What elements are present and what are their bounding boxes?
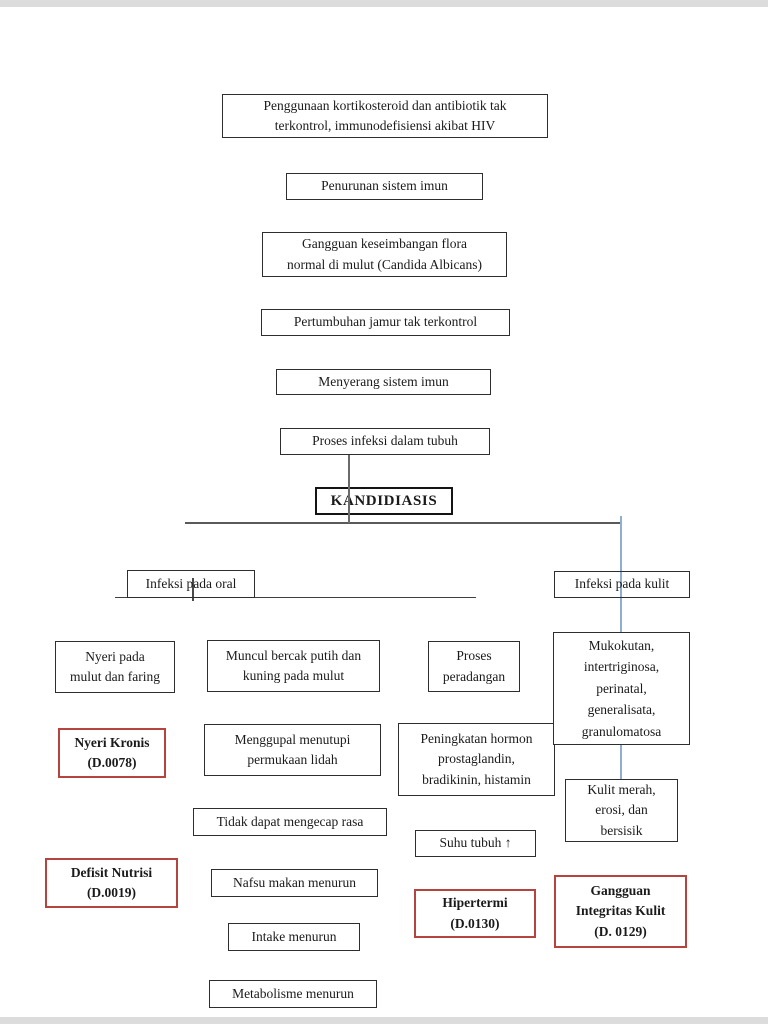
box-fungal-growth: Pertumbuhan jamur tak terkontrol (261, 309, 510, 336)
box-nafsu-makan: Nafsu makan menurun (211, 869, 378, 897)
box-diagnosis-gangguan-integritas: Gangguan Integritas Kulit (D. 0129) (554, 875, 687, 948)
connector-center-vertical (348, 455, 350, 523)
box-skin-branch: Infeksi pada kulit (554, 571, 690, 598)
box-kulit-merah: Kulit merah, erosi, dan bersisik (565, 779, 678, 842)
box-flora-imbalance: Gangguan keseimbangan flora normal di mu… (262, 232, 507, 277)
box-immune-decline: Penurunan sistem imun (286, 173, 483, 200)
box-metabolisme-menurun: Metabolisme menurun (209, 980, 377, 1008)
box-bercak-putih: Muncul bercak putih dan kuning pada mulu… (207, 640, 380, 692)
box-intake-menurun: Intake menurun (228, 923, 360, 951)
box-diagnosis-nyeri-kronis: Nyeri Kronis (D.0078) (58, 728, 166, 778)
box-kandidiasis-title: KANDIDIASIS (315, 487, 453, 515)
box-proses-peradangan: Proses peradangan (428, 641, 520, 692)
box-nyeri-mulut-faring: Nyeri pada mulut dan faring (55, 641, 175, 693)
box-diagnosis-hipertermi: Hipertermi (D.0130) (414, 889, 536, 938)
box-oral-branch: Infeksi pada oral (127, 570, 255, 598)
page-edge-bottom (0, 1017, 768, 1024)
box-cause: Penggunaan kortikosteroid dan antibiotik… (222, 94, 548, 138)
box-peningkatan-hormon: Peningkatan hormon prostaglandin, bradik… (398, 723, 555, 796)
box-mukokutan-types: Mukokutan, intertriginosa, perinatal, ge… (553, 632, 690, 745)
connector-branch-horizontal (185, 522, 622, 524)
connector-oral-stub (192, 578, 194, 601)
box-tidak-mengecap: Tidak dapat mengecap rasa (193, 808, 387, 836)
connector-oral-horizontal (115, 596, 476, 598)
box-infection-process: Proses infeksi dalam tubuh (280, 428, 490, 455)
box-diagnosis-defisit-nutrisi: Defisit Nutrisi (D.0019) (45, 858, 178, 908)
box-attack-immune: Menyerang sistem imun (276, 369, 491, 395)
page-edge-top (0, 0, 768, 7)
box-suhu-tubuh: Suhu tubuh ↑ (415, 830, 536, 857)
box-menggupal: Menggupal menutupi permukaan lidah (204, 724, 381, 776)
